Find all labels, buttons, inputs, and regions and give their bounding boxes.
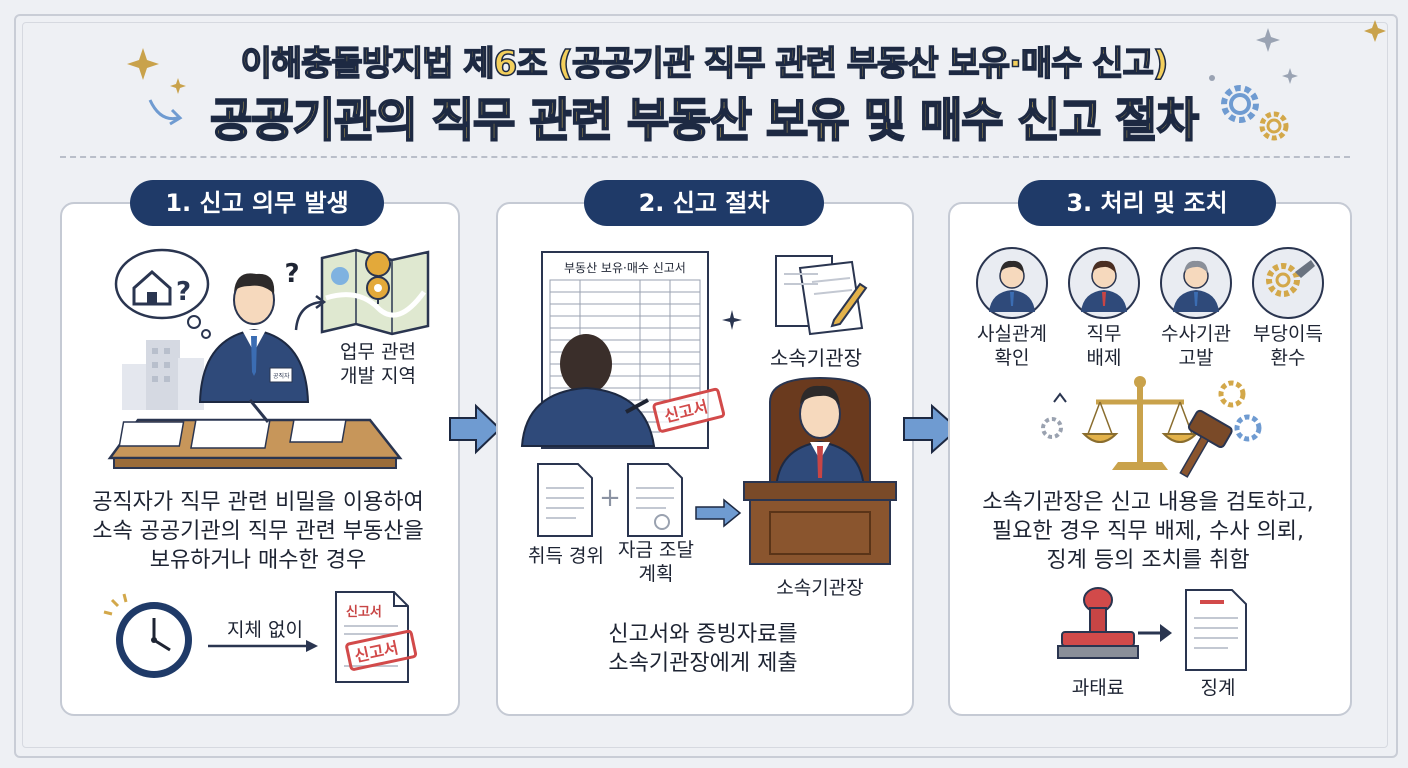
official-signing-form-icon	[520, 334, 656, 447]
public-official-at-desk-icon: 공직자	[107, 273, 403, 469]
page-title: 공공기관의 직무 관련 부동산 보유 및 매수 신고 절차	[209, 92, 1200, 148]
submit-arrow-icon	[695, 498, 742, 528]
funding-plan-label: 자금 조달 계획	[618, 539, 694, 585]
penalty-stamp-icon	[1057, 587, 1139, 659]
step3-description: 소속기관장은 신고 내용을 검토하고, 필요한 경우 직무 배제, 수사 의뢰,…	[982, 490, 1314, 573]
law-title: 이해충돌방지법 제6조 (공공기관 직무 관련 부동산 보유·매수 신고)	[240, 43, 1169, 85]
no-delay-arrow-icon	[208, 640, 318, 652]
acquisition-doc-icon	[537, 463, 593, 537]
map-pin-icon	[320, 248, 430, 336]
duty-exclusion-person-icon	[1068, 247, 1140, 319]
discipline-doc-icon	[1185, 589, 1247, 671]
fact-check-person-icon	[976, 247, 1048, 319]
red-stamp-icon: 신고서	[652, 387, 726, 433]
funding-plan-doc-icon	[627, 463, 683, 537]
name-tag-text: 공직자	[273, 372, 290, 380]
gear-recovery-icon	[1252, 247, 1324, 319]
thought-question-mark: ?	[176, 277, 191, 307]
outer-frame	[14, 14, 1398, 758]
step3-heading: 3. 처리 및 조치	[1018, 180, 1276, 226]
map-caption: 업무 관련 개발 지역	[340, 341, 416, 387]
acquisition-label: 취득 경위	[528, 545, 604, 567]
scales-gavel-icon	[1041, 376, 1262, 478]
step2-description: 신고서와 증빙자료를 소속기관장에게 제출	[608, 622, 798, 676]
agency-head-label: 소속기관장	[776, 577, 864, 599]
flow-arrow-2-icon	[903, 403, 960, 455]
no-delay-label: 지체 없이	[227, 619, 303, 641]
form-title-text: 부동산 보유·매수 신고서	[564, 261, 686, 275]
step1-heading: 1. 신고 의무 발생	[130, 180, 384, 226]
action-label-recovery: 부당이득 환수	[1253, 323, 1323, 369]
plus-sign: +	[599, 483, 621, 513]
penalty-label: 과태료	[1071, 677, 1125, 699]
curved-arrow-icon	[294, 295, 327, 331]
sparkle-icon	[722, 310, 742, 330]
action-label-fact-check: 사실관계 확인	[977, 323, 1047, 369]
action-label-investigation: 수사기관 고발	[1161, 323, 1231, 369]
investigation-person-icon	[1160, 247, 1232, 319]
inner-frame	[22, 22, 1388, 748]
penalty-arrow-icon	[1138, 624, 1172, 642]
discipline-label: 징계	[1200, 677, 1236, 699]
clock-icon	[103, 593, 192, 678]
office-buildings-icon	[122, 340, 204, 410]
step2-heading: 2. 신고 절차	[584, 180, 824, 226]
step1-description: 공직자가 직무 관련 비밀을 이용하여 소속 공공기관의 직무 관련 부동산을 …	[92, 490, 424, 573]
recipient-top-label: 소속기관장	[770, 346, 862, 370]
thought-bubble-house-icon: ?	[114, 248, 211, 339]
documents-pen-icon	[775, 255, 868, 336]
doc-title-text: 신고서	[346, 605, 382, 620]
action-label-duty-exclusion: 직무 배제	[1086, 323, 1122, 369]
report-document-icon: 신고서 신고서	[335, 591, 418, 683]
agency-head-at-desk-icon	[743, 376, 897, 565]
title-divider	[60, 156, 1350, 158]
flow-arrow-1-icon	[449, 403, 502, 455]
question-mark: ?	[284, 259, 300, 289]
